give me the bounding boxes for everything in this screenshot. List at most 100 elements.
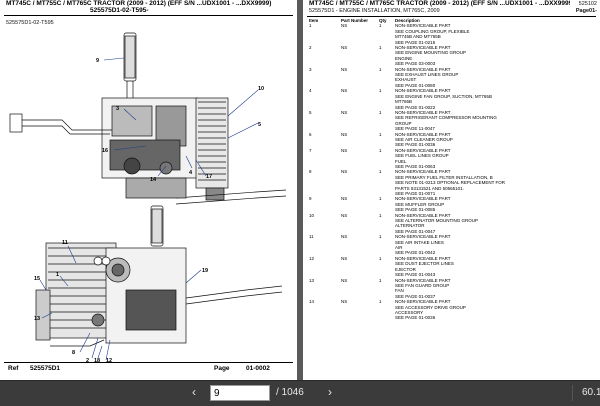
- table-cell-part: NS: [341, 212, 348, 218]
- next-page-button[interactable]: ›: [322, 384, 338, 401]
- table-cell-item: 1: [309, 23, 312, 29]
- callout-label: 4: [189, 170, 193, 176]
- page-total-label: / 1046: [276, 387, 304, 398]
- toolbar-divider: [572, 385, 573, 401]
- table-cell-qty: 1: [379, 109, 382, 115]
- table-cell-item: 8: [309, 169, 312, 175]
- callout-label: 11: [62, 240, 68, 246]
- table-cell-item: 6: [309, 131, 312, 137]
- top-callout-leaders: [103, 57, 259, 177]
- right-header-page: Page01-: [575, 8, 597, 14]
- callout-label: 19: [202, 268, 208, 274]
- footer-ref-label: Ref: [8, 365, 19, 372]
- table-cell-desc: NON-SERVICEABLE PART SEE EXHAUST LINES G…: [395, 66, 459, 88]
- table-cell-desc: NON-SERVICEABLE PART SEE ACCESSORY DRIVE…: [395, 299, 466, 321]
- table-cell-item: 11: [309, 234, 314, 240]
- table-cell-item: 2: [309, 45, 312, 51]
- right-header-subtitle: 525575D1 - ENGINE INSTALLATION, MT765C, …: [309, 8, 440, 14]
- page-number-input[interactable]: 9: [210, 385, 270, 401]
- table-row: 9 NS 1 NON-SERVICEABLE PART SEE MUFFLER GRO…: [307, 196, 595, 212]
- prev-page-button[interactable]: ‹: [186, 384, 202, 401]
- table-cell-part: NS: [341, 299, 348, 305]
- left-footer-rule: [4, 362, 293, 363]
- table-cell-desc: NON-SERVICEABLE PART SEE FAN GUARD GROUP…: [395, 277, 451, 299]
- table-cell-item: 14: [309, 299, 315, 305]
- table-cell-part: NS: [341, 131, 348, 137]
- callout-label: 1: [56, 272, 59, 278]
- left-header-rule: [4, 15, 293, 16]
- callout-label: 9: [96, 58, 99, 64]
- chevron-left-icon: ‹: [192, 385, 196, 399]
- table-cell-item: 7: [309, 147, 312, 153]
- table-cell-desc: NON-SERVICEABLE PART SEE COUPLING GROUP,…: [395, 23, 470, 45]
- table-cell-part: NS: [341, 109, 348, 115]
- table-header-row: Item Part Number Qty Description: [307, 18, 595, 23]
- table-cell-qty: 1: [379, 169, 382, 175]
- table-cell-item: 9: [309, 196, 312, 202]
- table-cell-part: NS: [341, 169, 348, 175]
- table-cell-desc: NON-SERVICEABLE PART SEE FUEL LINES GROU…: [395, 147, 451, 169]
- engine-top-illustration: [9, 32, 287, 205]
- zoom-level[interactable]: 60.1: [582, 387, 600, 398]
- right-page: MT745C / MT755C / MT765C TRACTOR (2009 -…: [303, 0, 600, 380]
- column-header: Description: [395, 18, 420, 23]
- footer-page-label: Page: [214, 365, 230, 372]
- table-cell-qty: 1: [379, 277, 382, 283]
- table-cell-desc: NON-SERVICEABLE PART SEE ENGINE FAN GROU…: [395, 88, 492, 110]
- table-cell-desc: NON-SERVICEABLE PART SEE PRIMARY FUEL FI…: [395, 169, 506, 196]
- callout-label: 18: [94, 358, 100, 363]
- callout-label: 8: [72, 350, 75, 356]
- table-cell-item: 3: [309, 66, 312, 72]
- table-cell-desc: NON-SERVICEABLE PART SEE AIR INTAKE LINE…: [395, 234, 451, 256]
- callout-label: 5: [258, 122, 261, 128]
- table-cell-qty: 1: [379, 299, 382, 305]
- table-cell-part: NS: [341, 88, 348, 94]
- table-cell-desc: NON-SERVICEABLE PART SEE REFRIGERANT COM…: [395, 109, 497, 132]
- table-cell-qty: 1: [379, 147, 382, 153]
- table-cell-qty: 1: [379, 131, 382, 137]
- table-cell-qty: 1: [379, 255, 382, 261]
- right-header-title: MT745C / MT755C / MT765C TRACTOR (2009 -…: [309, 0, 570, 7]
- callout-label: 16: [102, 148, 108, 154]
- table-cell-qty: 1: [379, 196, 382, 202]
- engine-installation-figure: 9 3 10 5 16 14 17 4: [9, 32, 287, 363]
- bottom-callout-labels: 11 19 15 1 13 2 12 8 18: [34, 240, 208, 363]
- figure-label: 525575D1-02-T595: [6, 20, 54, 26]
- right-header-code: 525102: [578, 1, 597, 7]
- table-cell-qty: 1: [379, 234, 382, 240]
- viewer-toolbar: ‹ 9 / 1046 › 60.1: [0, 380, 600, 406]
- chevron-right-icon: ›: [328, 385, 332, 399]
- table-cell-desc: NON-SERVICEABLE PART SEE ALTERNATOR MOUN…: [395, 212, 479, 234]
- column-header: Item: [309, 18, 319, 23]
- callout-label: 13: [34, 316, 40, 322]
- table-cell-item: 13: [309, 277, 315, 283]
- table-cell-part: NS: [341, 196, 348, 202]
- table-cell-desc: NON-SERVICEABLE PART SEE MUFFLER GROUP S…: [395, 196, 451, 213]
- callout-label: 12: [106, 358, 112, 363]
- footer-page-value: 01-0002: [246, 365, 270, 372]
- table-cell-qty: 1: [379, 45, 382, 51]
- callout-label: 15: [34, 276, 40, 282]
- table-row: 14 NS 1 NON-SERVICEABLE PART SEE ACCESSORY …: [307, 299, 595, 321]
- table-cell-item: 4: [309, 88, 312, 94]
- table-cell-desc: NON-SERVICEABLE PART SEE DUST EJECTOR LI…: [395, 255, 454, 278]
- right-header-rule: [307, 16, 596, 17]
- column-header: Qty: [379, 18, 387, 23]
- table-cell-part: NS: [341, 255, 348, 261]
- table-cell-part: NS: [341, 23, 348, 29]
- top-callout-labels: 9 3 10 5 16 14 17 4: [96, 58, 264, 183]
- table-cell-part: NS: [341, 234, 348, 240]
- table-cell-part: NS: [341, 45, 348, 51]
- table-row: 8 NS 1 NON-SERVICEABLE PART SEE PRIMARY FUE…: [307, 169, 595, 196]
- bottom-callout-leaders: [39, 245, 202, 361]
- table-cell-qty: 1: [379, 66, 382, 72]
